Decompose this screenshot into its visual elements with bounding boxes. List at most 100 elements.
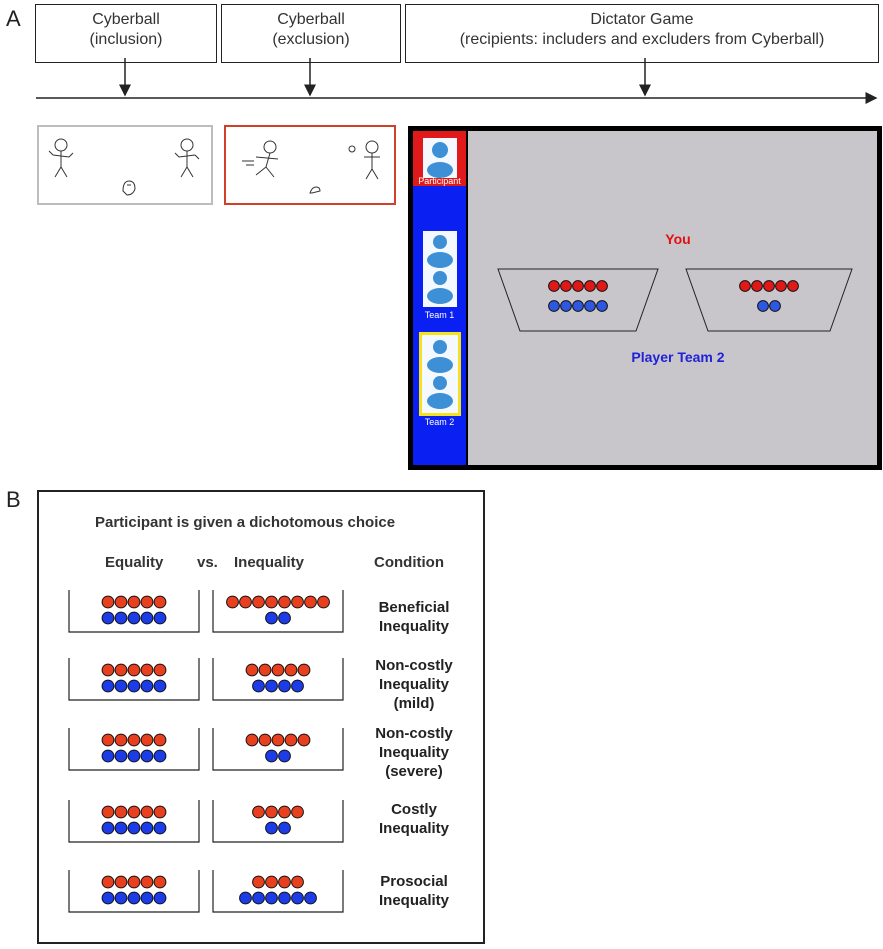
choice-row	[68, 800, 344, 843]
condition-label: Non-costly Inequality (severe)	[359, 724, 469, 781]
phase-subtitle: (recipients: includers and excluders fro…	[459, 31, 825, 48]
coin-red	[101, 663, 115, 677]
coin-red	[140, 663, 154, 677]
coin-red	[265, 805, 278, 819]
coin-blue	[127, 749, 141, 763]
coin-red	[153, 595, 167, 609]
coin-red	[258, 663, 272, 677]
avatar-icon	[423, 138, 457, 178]
coin-red	[271, 733, 285, 747]
coin-red	[114, 805, 128, 819]
phase-box-dictator-game: Dictator Game (recipients: includers and…	[405, 4, 879, 63]
coin-blue	[101, 891, 115, 905]
phase-subtitle: (inclusion)	[89, 31, 163, 48]
condition-line: Inequality	[378, 618, 449, 635]
timeline	[36, 58, 878, 104]
header-vs: vs.	[197, 554, 218, 571]
coin-red	[114, 875, 128, 889]
game-main-area: You Player Team 2	[468, 131, 877, 465]
coin-blue	[596, 300, 608, 312]
inequality-bin	[212, 590, 344, 633]
coin-red	[751, 280, 763, 292]
coin-blue	[127, 891, 141, 905]
coin-red	[101, 805, 115, 819]
coin-blue	[239, 891, 252, 905]
coin-blue	[101, 611, 115, 625]
coin-red	[239, 595, 252, 609]
coin-blue	[153, 891, 167, 905]
coin-red	[226, 595, 239, 609]
choice-row	[68, 870, 344, 913]
coin-red	[317, 595, 330, 609]
coin-red	[787, 280, 799, 292]
coin-red	[140, 875, 154, 889]
coin-red	[278, 595, 291, 609]
condition-line: Beneficial	[378, 599, 450, 616]
coin-blue	[127, 611, 141, 625]
choice-panel: Participant is given a dichotomous choic…	[37, 490, 485, 944]
condition-line: (mild)	[393, 695, 435, 712]
coin-red	[127, 595, 141, 609]
condition-label: Prosocial Inequality	[359, 872, 469, 910]
coin-blue	[291, 679, 304, 693]
coin-blue	[252, 891, 265, 905]
condition-label: Beneficial Inequality	[359, 598, 469, 636]
coin-blue	[127, 679, 141, 693]
stick-figure-catching	[348, 140, 380, 180]
coin-blue	[140, 891, 154, 905]
coin-red	[291, 805, 304, 819]
coin-blue	[291, 891, 304, 905]
coin-red	[127, 875, 141, 889]
cyberball-exclusion-screen	[224, 125, 396, 205]
coin-red	[153, 663, 167, 677]
you-label: You	[665, 231, 691, 247]
panel-b-title: Participant is given a dichotomous choic…	[95, 514, 396, 531]
coin-red	[140, 805, 154, 819]
coin-red	[278, 875, 291, 889]
stick-figure-right	[174, 138, 200, 178]
right-bowl	[685, 268, 853, 332]
condition-line: Inequality	[378, 820, 449, 837]
team1-avatars-icon	[423, 231, 457, 307]
coin-red	[153, 733, 167, 747]
coin-red	[548, 280, 560, 292]
equality-bin	[68, 590, 200, 633]
header-equality: Equality	[105, 554, 164, 571]
left-bowl	[497, 268, 659, 332]
coin-red	[297, 733, 311, 747]
phase-box-inclusion: Cyberball (inclusion)	[35, 4, 217, 63]
equality-bin	[68, 870, 200, 913]
coin-blue	[140, 611, 154, 625]
coin-blue	[153, 749, 167, 763]
stick-figure-throwing	[242, 140, 279, 178]
coin-blue	[101, 679, 115, 693]
participant-hand	[122, 180, 136, 196]
coin-red	[560, 280, 572, 292]
header-inequality: Inequality	[234, 554, 305, 571]
condition-label: Non-costly Inequality (mild)	[359, 656, 469, 713]
coin-red	[297, 663, 311, 677]
coin-red	[775, 280, 787, 292]
coin-blue	[265, 821, 278, 835]
coin-blue	[757, 300, 769, 312]
inequality-bin	[212, 800, 344, 843]
coin-blue	[153, 821, 167, 835]
condition-line: (severe)	[385, 763, 443, 780]
choice-row	[68, 728, 344, 771]
phase-title: Dictator Game	[590, 11, 694, 28]
coin-red	[265, 595, 278, 609]
coin-red	[278, 805, 291, 819]
coin-red	[140, 595, 154, 609]
coin-red	[252, 875, 265, 889]
coin-red	[572, 280, 584, 292]
coin-blue	[114, 821, 128, 835]
coin-blue	[560, 300, 572, 312]
game-coins	[548, 280, 799, 312]
coin-red	[584, 280, 596, 292]
equality-bin	[68, 728, 200, 771]
coin-blue	[127, 821, 141, 835]
coin-blue	[114, 679, 128, 693]
cyberball-figures	[48, 138, 200, 196]
coin-red	[127, 663, 141, 677]
condition-line: Non-costly	[375, 657, 453, 674]
